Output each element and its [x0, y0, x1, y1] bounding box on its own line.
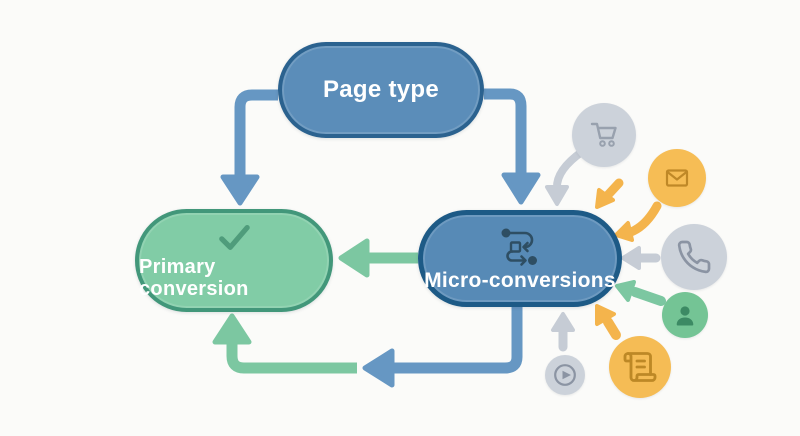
connector-micro-loop-out — [362, 307, 523, 388]
primary-conversion-label: Primary conversion — [139, 256, 249, 300]
connector-page-type-to-micro-conversions — [484, 88, 541, 205]
arrow-email-to-micro-curved — [614, 201, 662, 242]
shopping-cart-icon — [584, 115, 624, 155]
arrow-play-to-micro — [551, 312, 575, 352]
arrow-person-to-micro — [615, 280, 666, 306]
satellite-email — [648, 149, 706, 207]
connector-loop-into-primary — [212, 313, 357, 374]
page-type-label: Page type — [322, 75, 440, 103]
play-icon — [551, 361, 579, 389]
satellite-shopping-cart — [572, 103, 636, 167]
connector-page-type-to-primary-conversion — [220, 89, 278, 206]
phone-icon — [676, 239, 712, 275]
arrow-email-to-micro-short — [595, 178, 624, 209]
satellite-scroll — [609, 336, 671, 398]
node-micro-conversions: Micro-conversions — [418, 210, 622, 307]
satellite-play-video — [545, 355, 585, 395]
person-icon — [671, 301, 699, 329]
checkmark-icon — [212, 221, 256, 253]
email-icon — [659, 160, 695, 196]
arrow-cart-to-micro — [545, 147, 587, 206]
workflow-icon — [497, 225, 543, 267]
connector-micro-to-primary-direct — [338, 238, 418, 278]
arrow-scroll-to-micro — [595, 304, 621, 340]
node-primary-conversion: Primary conversion — [135, 209, 333, 312]
micro-conversions-label: Micro-conversions — [424, 268, 616, 292]
scroll-icon — [622, 349, 658, 385]
arrow-phone-to-micro — [621, 246, 661, 270]
node-page-type: Page type — [278, 42, 484, 138]
satellite-phone — [661, 224, 727, 290]
satellite-person — [662, 292, 708, 338]
